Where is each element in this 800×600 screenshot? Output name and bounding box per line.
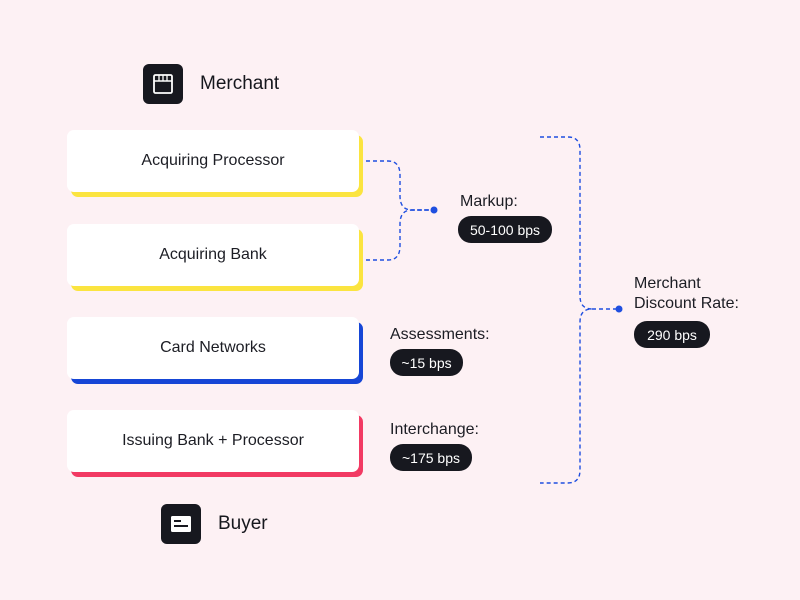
total-title-line2: Discount Rate: bbox=[634, 295, 739, 312]
connector-acquiring-bank bbox=[366, 209, 433, 261]
markup-title: Markup: bbox=[460, 193, 518, 210]
total-value-badge: 290 bps bbox=[634, 321, 710, 348]
storefront-icon bbox=[143, 64, 183, 104]
card-issuing-bank-processor: Issuing Bank + Processor bbox=[67, 410, 359, 472]
merchant-node: Merchant bbox=[143, 64, 279, 104]
assessments-title: Assessments: bbox=[390, 326, 490, 343]
interchange-value-badge: ~175 bps bbox=[390, 444, 472, 471]
buyer-label: Buyer bbox=[218, 513, 268, 534]
markup-value-badge: 50-100 bps bbox=[458, 216, 552, 243]
connector-acquiring-processor bbox=[366, 160, 433, 211]
card-card-networks: Card Networks bbox=[67, 317, 359, 379]
card-icon bbox=[161, 504, 201, 544]
total-title-line1: Merchant bbox=[634, 275, 701, 292]
total-bracket bbox=[540, 136, 593, 484]
assessments-value-badge: ~15 bps bbox=[390, 349, 463, 376]
card-acquiring-bank: Acquiring Bank bbox=[67, 224, 359, 286]
interchange-title: Interchange: bbox=[390, 421, 479, 438]
markup-dot bbox=[430, 206, 438, 214]
total-dot bbox=[615, 305, 623, 313]
card-acquiring-processor: Acquiring Processor bbox=[67, 130, 359, 192]
total-title: Merchant Discount Rate: bbox=[634, 274, 739, 314]
buyer-node: Buyer bbox=[161, 504, 268, 544]
merchant-label: Merchant bbox=[200, 73, 280, 94]
